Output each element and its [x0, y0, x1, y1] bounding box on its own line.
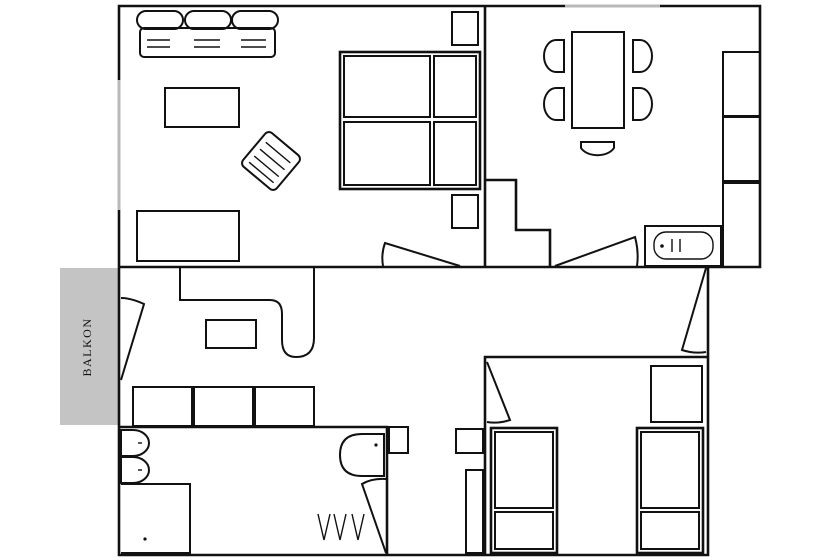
balcony-area: [60, 268, 119, 425]
washing-machine: [121, 483, 191, 554]
kitchen-cabinet: [722, 51, 761, 117]
kitchen-cabinet: [722, 116, 761, 182]
hallway: [120, 267, 707, 427]
armchair: [241, 131, 301, 191]
toilet: [338, 426, 409, 477]
bidet: [120, 429, 150, 484]
kitchen-cabinet: [722, 182, 761, 268]
corner-desk: [179, 268, 315, 359]
door-bedroom: [680, 267, 707, 354]
coffee-table: [164, 87, 240, 128]
bed-right: [635, 426, 705, 555]
kitchen: [543, 31, 761, 268]
bedroom: [455, 361, 705, 555]
plant-stand-top: [451, 11, 479, 46]
dining-table: [571, 31, 625, 129]
towel-hooks: [317, 513, 365, 541]
plant-stand-bottom: [451, 194, 479, 229]
chair: [543, 87, 565, 121]
wardrobe: [338, 50, 482, 191]
living-room: [136, 10, 482, 267]
shelf: [465, 469, 484, 554]
bed-left: [489, 426, 559, 555]
door-living-room: [381, 241, 461, 267]
stove: [644, 225, 722, 267]
dresser: [650, 365, 703, 423]
chair: [632, 39, 653, 73]
balcony: BALKON: [60, 268, 119, 425]
sofa: [136, 10, 279, 58]
hall-wardrobe: [132, 386, 315, 427]
chair: [632, 87, 653, 121]
windows: [117, 4, 660, 210]
door-bedroom-inner: [486, 361, 512, 424]
sideboard: [136, 210, 240, 262]
door-kitchen: [554, 235, 639, 267]
hall-bench: [205, 319, 257, 349]
balcony-label: BALKON: [80, 318, 94, 377]
door-bathroom: [360, 477, 387, 554]
bathroom: [120, 426, 409, 554]
chair: [580, 141, 615, 157]
door-balcony: [120, 297, 146, 381]
nightstand: [455, 428, 484, 454]
chair: [543, 39, 565, 73]
